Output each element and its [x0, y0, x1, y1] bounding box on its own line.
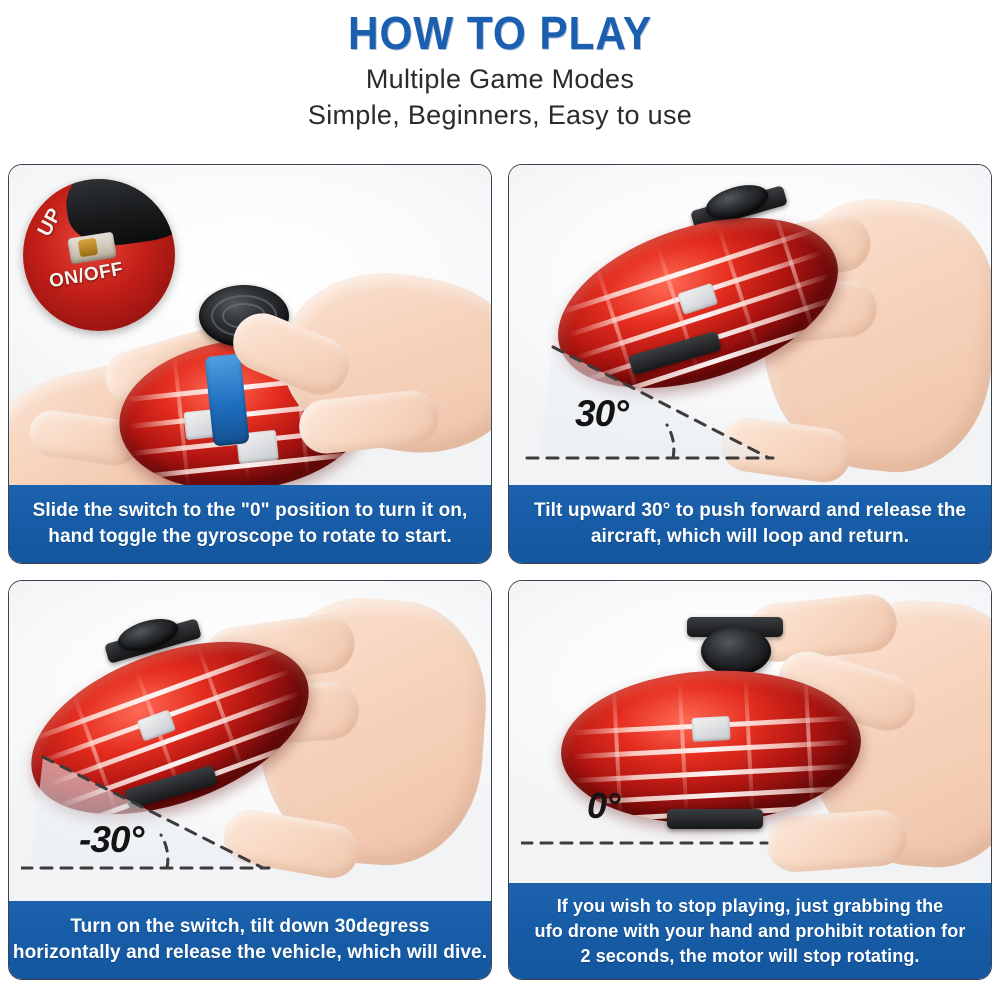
drone-scene-tilt-up — [509, 165, 991, 485]
panel-grid: UP ON/OFF Slide the switch to the "0" po… — [8, 164, 992, 980]
panel-caption-tilt-up-30: Tilt upward 30° to push forward and rele… — [509, 485, 991, 563]
panel-photo-tilt-down-30: -30° — [9, 581, 491, 901]
panel-caption-tilt-down-30: Turn on the switch, tilt down 30degress … — [9, 901, 491, 979]
subtitle-line-1: Multiple Game Modes — [365, 64, 635, 94]
subtitle-line-2: Simple, Beginners, Easy to use — [307, 100, 693, 130]
switch-zoom-inset: UP ON/OFF — [23, 179, 175, 331]
caption-line: ufo drone with your hand and prohibit ro… — [534, 920, 966, 941]
infographic-header: HOW TO PLAY Multiple Game Modes Simple, … — [0, 0, 1000, 132]
caption-line: aircraft, which will loop and return. — [590, 526, 910, 547]
caption-line: Turn on the switch, tilt down 30degress — [70, 916, 430, 937]
caption-line: If you wish to stop playing, just grabbi… — [556, 895, 944, 916]
drone-bottom-pad — [667, 809, 763, 829]
panel-tilt-up-30: 30° Tilt upward 30° to push forward and … — [508, 164, 992, 564]
panel-photo-stop: 0° — [509, 581, 991, 883]
page-title: HOW TO PLAY — [347, 7, 653, 59]
drone-scene-tilt-down — [9, 581, 491, 901]
caption-line: horizontally and release the vehicle, wh… — [12, 942, 488, 963]
caption-line: hand toggle the gyroscope to rotate to s… — [48, 526, 452, 547]
inset-switch-slider — [77, 237, 99, 258]
inset-label-up: UP — [33, 204, 67, 241]
panel-stop: 0° If you wish to stop playing, just gra… — [508, 580, 992, 980]
inset-label-onoff: ON/OFF — [47, 258, 125, 293]
panel-caption-stop: If you wish to stop playing, just grabbi… — [509, 883, 991, 979]
caption-line: Tilt upward 30° to push forward and rele… — [533, 500, 967, 521]
finger-thumb — [765, 808, 909, 874]
drone-scene-stop — [509, 581, 991, 883]
drone-scene-power-on — [9, 165, 491, 485]
panel-photo-tilt-up-30: 30° — [509, 165, 991, 485]
gyroscope-cap — [701, 627, 771, 675]
panel-tilt-down-30: -30° Turn on the switch, tilt down 30deg… — [8, 580, 492, 980]
panel-power-on: UP ON/OFF Slide the switch to the "0" po… — [8, 164, 492, 564]
panel-photo-power-on: UP ON/OFF — [9, 165, 491, 485]
drone-chip — [691, 715, 731, 742]
caption-line: Slide the switch to the "0" position to … — [32, 500, 468, 521]
panel-caption-power-on: Slide the switch to the "0" position to … — [9, 485, 491, 563]
caption-line: 2 seconds, the motor will stop rotating. — [580, 945, 920, 966]
